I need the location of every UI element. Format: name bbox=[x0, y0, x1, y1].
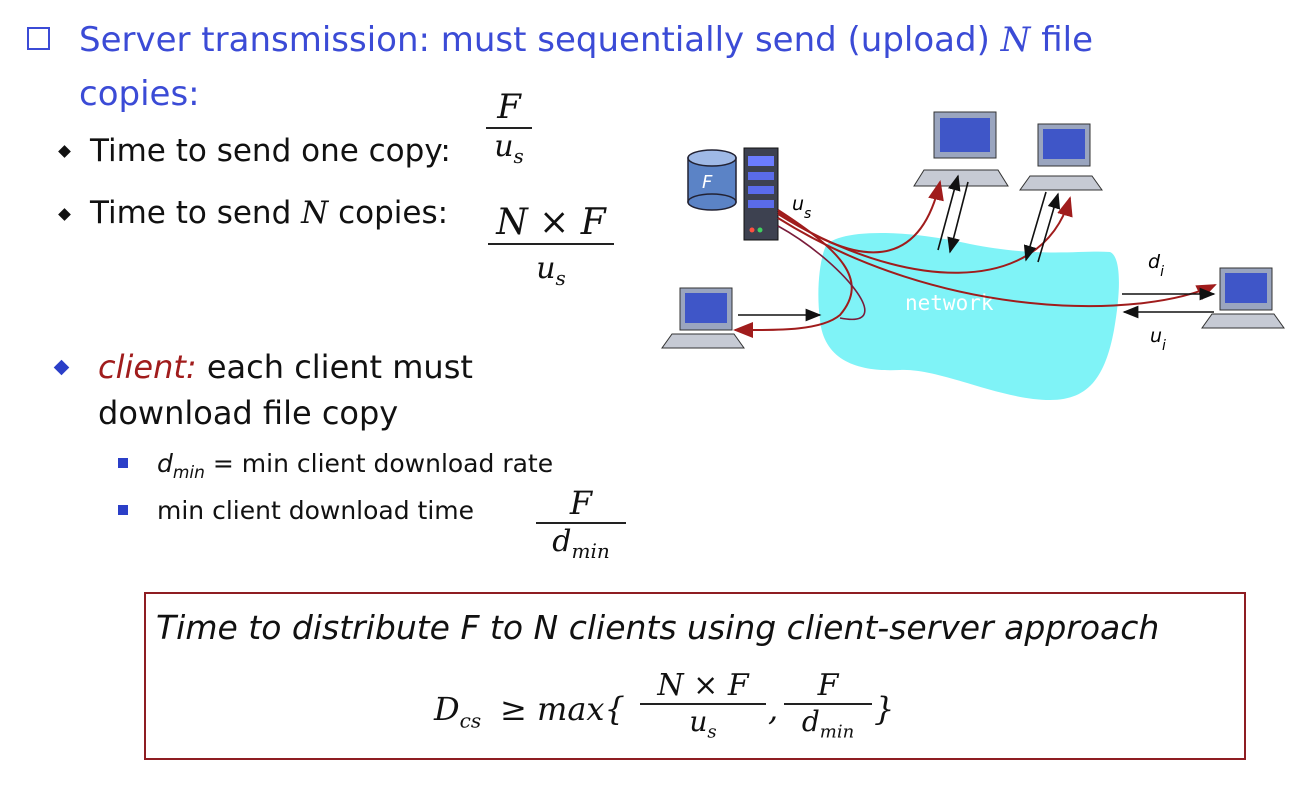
network-cloud bbox=[818, 232, 1119, 400]
network-label: network bbox=[905, 291, 994, 315]
network-diagram: network F us bbox=[661, 111, 1285, 400]
square-bullet-icon bbox=[118, 458, 128, 468]
sub-bullet-one-copy: Time to send one copy: bbox=[90, 133, 451, 169]
file-cylinder-icon bbox=[687, 149, 737, 211]
client-bullet: client: each client must bbox=[98, 348, 473, 386]
server-icon bbox=[743, 147, 779, 241]
diamond-bullet-icon bbox=[58, 145, 71, 158]
server-upload-label: us bbox=[792, 193, 811, 222]
download-rate-label: di bbox=[1148, 251, 1164, 280]
computer-icon-right bbox=[1201, 267, 1285, 329]
computer-icon-top-left bbox=[913, 111, 1009, 187]
computer-icon-left bbox=[661, 287, 745, 349]
file-label: F bbox=[702, 172, 713, 193]
fraction-F-over-us: F us bbox=[486, 87, 532, 168]
sub-bullet-n-copies: Time to send N copies: bbox=[90, 195, 449, 231]
formula-box: Time to distribute F to N clients using … bbox=[144, 592, 1246, 760]
diamond-bullet-icon bbox=[58, 208, 71, 221]
blue-diamond-bullet-icon bbox=[53, 359, 70, 376]
computer-icon-top-right bbox=[1019, 123, 1103, 191]
bullet1-text: Server transmission: must sequentially s… bbox=[79, 20, 1094, 60]
bullet1-text-line2: copies: bbox=[79, 74, 200, 114]
client-bullet-line2: download file copy bbox=[98, 394, 399, 432]
distribution-formula: Dcs ≥ max{ N × F us , F dmin } bbox=[434, 668, 895, 743]
fraction-F-over-dmin: F dmin bbox=[536, 484, 626, 563]
square-bullet-icon bbox=[118, 505, 128, 515]
dmin-definition: dmin = min client download rate bbox=[157, 449, 554, 483]
bullet1-marker bbox=[27, 27, 50, 50]
min-download-time: min client download time bbox=[157, 496, 475, 525]
fraction-NF-over-us: N × F us bbox=[488, 202, 614, 290]
formula-box-title: Time to distribute F to N clients using … bbox=[156, 608, 1160, 647]
upload-rate-label: ui bbox=[1150, 325, 1166, 354]
